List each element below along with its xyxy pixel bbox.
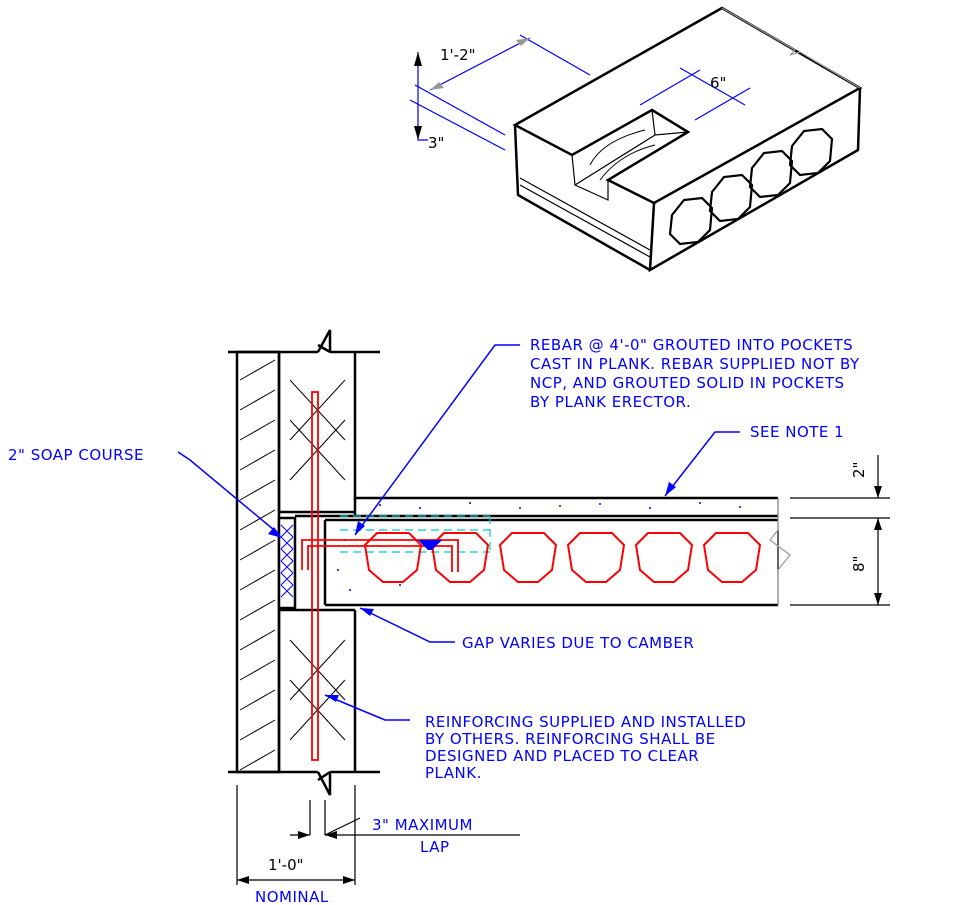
brick-hatch: [239, 359, 276, 771]
dim-arrows-wall: [237, 876, 355, 884]
dim-label-depth: 3": [428, 134, 444, 152]
cmu-lower: [277, 608, 380, 774]
svg-text:REINFORCING SUPPLIED AND INSTA: REINFORCING SUPPLIED AND INSTALLED: [425, 713, 746, 731]
cmu-lower-break: [316, 770, 332, 796]
leader-reinf-arrow: [325, 695, 339, 702]
note-rebar: REBAR @ 4'-0" GROUTED INTO POCKETS CAST …: [530, 336, 860, 411]
note-reinforcing: REINFORCING SUPPLIED AND INSTALLED BY OT…: [425, 713, 746, 782]
section-cores: [363, 532, 762, 583]
soap-course: [277, 516, 297, 610]
wall-caps: [228, 350, 279, 774]
leader-soap: [177, 451, 281, 536]
dim-label-width: 1'-2": [440, 46, 476, 64]
plank-end-face: [648, 87, 862, 273]
leader-rebar-arrow: [355, 521, 365, 535]
svg-text:PLANK.: PLANK.: [425, 764, 482, 782]
plank-break-line: [721, 7, 861, 89]
svg-text:BY PLANK ERECTOR.: BY PLANK ERECTOR.: [530, 393, 691, 411]
dim-label-lap-value: 3" MAXIMUM: [372, 816, 473, 834]
dim-label-wall: NOMINAL: [255, 888, 329, 905]
dim-arrows-vertical: [874, 486, 882, 605]
hollowcore-plank: [323, 518, 778, 607]
leader-gap-arrow: [360, 608, 374, 616]
dim-line-width: [414, 34, 591, 136]
leader-soap-arrow: [268, 527, 282, 538]
leader-gap: [359, 607, 455, 643]
plank-cores: [668, 127, 834, 246]
dim-line-wall: [236, 785, 356, 885]
svg-text:BY OTHERS. REINFORCING SHALL B: BY OTHERS. REINFORCING SHALL BE: [425, 730, 716, 748]
note-see-note-1: SEE NOTE 1: [750, 423, 844, 441]
cmu-upper-break: [316, 329, 332, 354]
leader-rebar: [354, 344, 520, 536]
plank-front-edge: [513, 124, 651, 272]
section-detail: 2" 8" 3" MAXIMUM LAP 1'-0" NOMINAL REBAR…: [8, 329, 890, 905]
topping-slab: [295, 496, 778, 518]
dim-label-lap: LAP: [420, 838, 450, 856]
svg-text:REBAR @ 4'-0" GROUTED INTO POC: REBAR @ 4'-0" GROUTED INTO POCKETS: [530, 336, 853, 354]
vertical-reinforcing: [311, 391, 319, 761]
svg-text:DESIGNED AND PLACED TO CLEAR: DESIGNED AND PLACED TO CLEAR: [425, 747, 699, 765]
leader-reinf: [324, 694, 410, 721]
dim-arrows-lap: [298, 831, 337, 839]
pocket-curve: [589, 129, 656, 181]
dim-label-plank: 8": [850, 556, 868, 572]
grout-fill: [418, 540, 442, 550]
dim-arrows-width: [430, 38, 530, 90]
leader-see-note-arrow: [665, 482, 676, 496]
pocket-recess: [571, 109, 689, 201]
note-gap: GAP VARIES DUE TO CAMBER: [462, 634, 694, 652]
svg-text:NCP, AND GROUTED SOLID IN POCK: NCP, AND GROUTED SOLID IN POCKETS: [530, 374, 845, 392]
plank-joint-lines: [519, 177, 651, 258]
soap-course-hatch: [280, 524, 294, 598]
dim-line-pocket: [639, 67, 751, 121]
section-break-line: [769, 498, 791, 605]
dim-lines-vertical: [790, 455, 890, 606]
dim-label-wall-value: 1'-0": [268, 856, 304, 874]
dim-label-topping: 2": [850, 462, 868, 478]
note-soap-course: 2" SOAP COURSE: [8, 446, 144, 464]
dim-label-pocket: 6": [710, 74, 726, 92]
svg-text:CAST IN PLANK. REBAR SUPPLIED: CAST IN PLANK. REBAR SUPPLIED NOT BY: [530, 355, 860, 373]
cmu-upper: [277, 350, 380, 514]
dim-line-depth: [409, 52, 506, 151]
pocket-rebar: [301, 539, 459, 572]
leader-see-note: [664, 431, 740, 497]
plank-isometric: 1'-2" 6" 3": [409, 6, 863, 273]
brick-wythe: [235, 350, 281, 774]
